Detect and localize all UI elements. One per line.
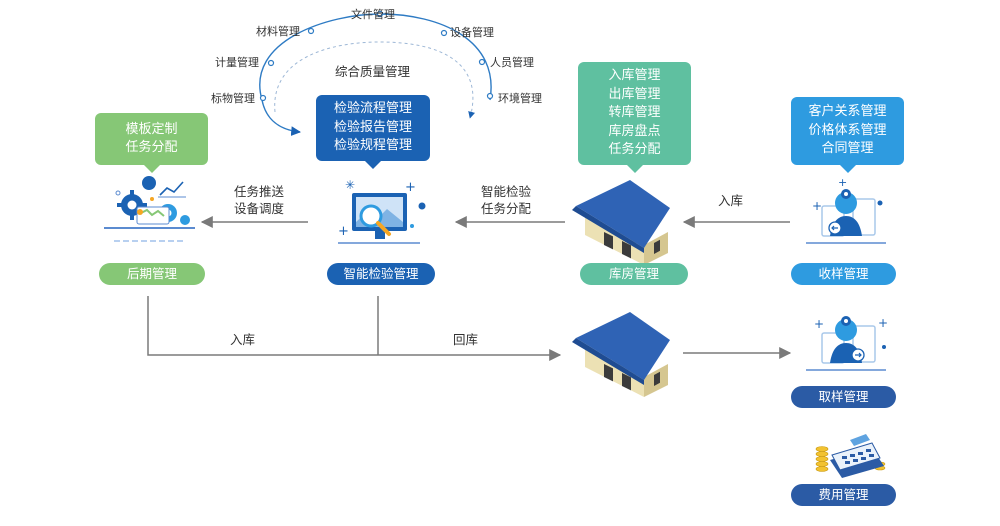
callout-line: 库房盘点 bbox=[608, 123, 661, 139]
edge-label-inspect-assign: 智能检验 任务分配 bbox=[474, 183, 538, 217]
callout-line: 检验报告管理 bbox=[333, 119, 412, 135]
svg-text:✳: ✳ bbox=[345, 178, 355, 192]
quality-center-label: 综合质量管理 bbox=[335, 64, 411, 79]
arc-item-personnel: 人员管理 bbox=[490, 56, 534, 69]
edge-label-return: 回库 bbox=[453, 332, 479, 347]
calculator-coins-icon bbox=[815, 434, 886, 478]
warehouse-icon bbox=[572, 180, 670, 265]
callout-line: 检验流程管理 bbox=[333, 101, 412, 117]
edge-label-bottom-stock-in: 入库 bbox=[230, 332, 256, 347]
edge-label-line: 任务分配 bbox=[480, 201, 531, 216]
arc-item-environment: 环境管理 bbox=[498, 92, 542, 105]
arc-dot bbox=[376, 10, 384, 18]
svg-text:+: + bbox=[814, 317, 824, 331]
edge-label-push-dispatch: 任务推送 设备调度 bbox=[227, 183, 291, 217]
callout-line: 转库管理 bbox=[608, 105, 661, 121]
callout-line: 出库管理 bbox=[608, 86, 661, 102]
svg-text:+: + bbox=[878, 316, 888, 330]
arc-dot bbox=[267, 59, 275, 67]
edge-label-line: 智能检验 bbox=[480, 184, 531, 199]
quality-arc-inner bbox=[274, 41, 476, 119]
arc-item-material: 材料管理 bbox=[256, 25, 300, 38]
inspection-callout: 检验流程管理 检验报告管理 检验规程管理 bbox=[316, 95, 430, 169]
arc-item-equipment: 设备管理 bbox=[450, 26, 494, 39]
arc-dot bbox=[259, 94, 267, 102]
callout-line: 检验规程管理 bbox=[333, 138, 412, 154]
edge-label-line: 设备调度 bbox=[233, 201, 284, 216]
person-documents-icon: + + bbox=[806, 176, 886, 244]
svg-text:+: + bbox=[338, 224, 349, 239]
quality-ring bbox=[259, 10, 494, 136]
warehouse-node-label[interactable]: 库房管理 bbox=[580, 263, 688, 285]
inspection-node-label[interactable]: 智能检验管理 bbox=[327, 263, 435, 285]
callout-line: 任务分配 bbox=[125, 140, 178, 155]
sample-receive-callout: 客户关系管理 价格体系管理 合同管理 bbox=[791, 97, 904, 173]
sample-receive-node-label[interactable]: 收样管理 bbox=[791, 263, 896, 285]
svg-text:+: + bbox=[812, 199, 822, 213]
arc-dot bbox=[307, 27, 315, 35]
arc-dot bbox=[440, 29, 448, 37]
warehouse-icon bbox=[572, 312, 670, 397]
callout-line: 模板定制 bbox=[125, 121, 178, 137]
edge-label-stock-in: 入库 bbox=[718, 193, 744, 208]
gear-chart-icon bbox=[104, 176, 195, 242]
arc-dot bbox=[478, 58, 486, 66]
monitor-magnifier-icon: ✳ + + bbox=[338, 178, 426, 244]
later-node-label[interactable]: 后期管理 bbox=[99, 263, 205, 285]
person-documents-icon: + + bbox=[806, 316, 888, 371]
edge-label-line: 任务推送 bbox=[233, 184, 284, 199]
callout-line: 入库管理 bbox=[608, 68, 661, 84]
later-callout: 模板定制 任务分配 bbox=[95, 113, 208, 173]
arc-dot bbox=[486, 92, 494, 100]
callout-line: 任务分配 bbox=[608, 142, 661, 158]
svg-text:+: + bbox=[405, 180, 416, 195]
arrow-later-stock-in bbox=[147, 296, 562, 361]
callout-line: 合同管理 bbox=[821, 141, 874, 157]
arc-item-metrology: 计量管理 bbox=[215, 56, 259, 69]
sample-take-node-label[interactable]: 取样管理 bbox=[791, 386, 896, 408]
fee-node-label[interactable]: 费用管理 bbox=[791, 484, 896, 506]
callout-line: 客户关系管理 bbox=[808, 104, 887, 120]
callout-line: 价格体系管理 bbox=[808, 122, 887, 138]
svg-text:+: + bbox=[838, 176, 847, 189]
arc-item-reference: 标物管理 bbox=[211, 92, 255, 105]
quality-arc-tail bbox=[261, 99, 301, 136]
arc-item-file: 文件管理 bbox=[351, 8, 395, 21]
warehouse-callout: 入库管理 出库管理 转库管理 库房盘点 任务分配 bbox=[578, 62, 691, 173]
